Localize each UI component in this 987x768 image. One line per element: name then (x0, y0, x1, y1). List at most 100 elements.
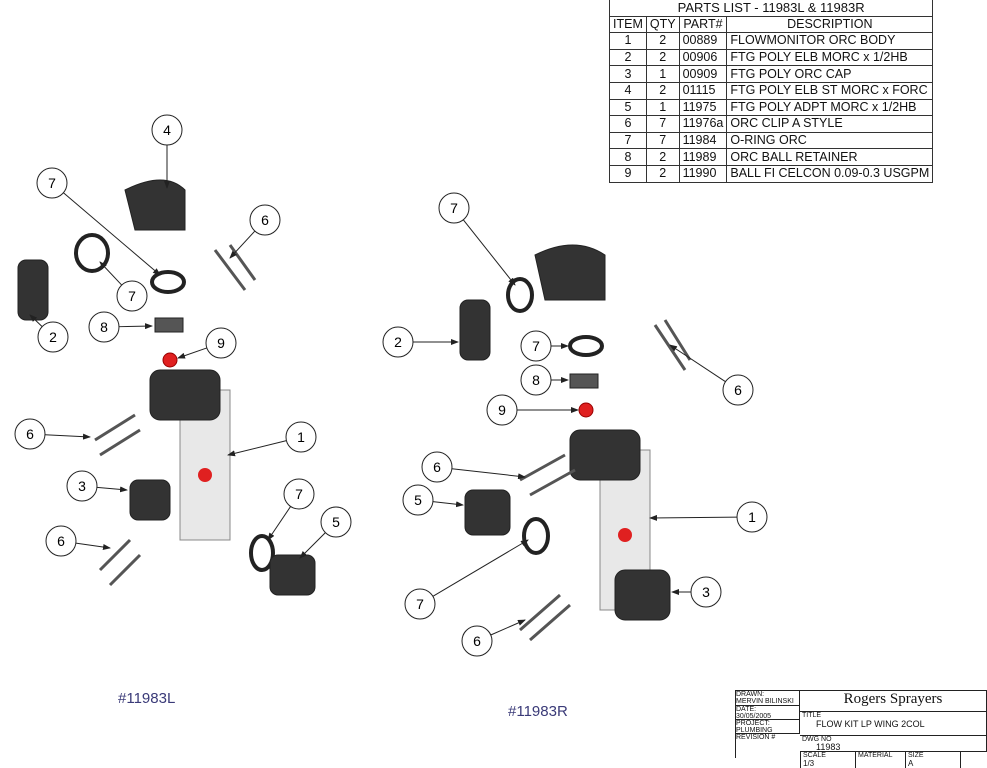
leader-line (432, 539, 529, 597)
callout-bubble (151, 114, 183, 146)
table-cell: 00889 (678, 32, 728, 50)
table-cell: 2 (645, 32, 680, 50)
title-value: FLOW KIT LP WING 2COL (816, 719, 925, 729)
leader-line (177, 347, 208, 359)
title-block: DRAWN:MERVIN BILINSKI DATE:30/05/2005 PR… (735, 690, 987, 768)
callout-bubble (205, 327, 237, 359)
callout-bubble (722, 374, 754, 406)
table-cell: 3 (609, 65, 647, 83)
date-label: DATE: (736, 706, 757, 713)
table-cell: 1 (609, 32, 647, 50)
callout-number: 3 (702, 584, 710, 600)
callout-number: 3 (78, 478, 86, 494)
table-cell: 00909 (678, 65, 728, 83)
callout-bubble (320, 506, 352, 538)
callout-bubble (486, 394, 518, 426)
callout-number: 6 (433, 459, 441, 475)
ball-retainer-right (569, 373, 599, 389)
project-value: PLUMBING (736, 727, 773, 734)
leader-line (669, 344, 726, 383)
callout-bubble (249, 204, 281, 236)
elbow-on-body-right (569, 429, 641, 481)
o-ring-left (150, 270, 186, 294)
adapter-right (464, 489, 511, 536)
callout-bubble (690, 576, 722, 608)
callout-number: 6 (473, 633, 481, 649)
callout-number: 1 (297, 429, 305, 445)
clip-left (98, 538, 142, 587)
leader-line (432, 501, 464, 508)
revision-label: REVISION # (736, 734, 776, 741)
callout-number: 9 (498, 402, 506, 418)
table-cell: O-RING ORC (726, 131, 934, 150)
callout-bubble (404, 588, 436, 620)
table-cell: 11989 (678, 148, 728, 166)
table-cell: FLOWMONITOR ORC BODY (726, 32, 934, 50)
column-header: QTY (645, 15, 680, 34)
dwg-label: DWG NO (802, 736, 832, 743)
callout-bubble (438, 192, 470, 224)
leader-line (227, 440, 287, 457)
callout-bubble (36, 167, 68, 199)
table-cell: 11990 (678, 164, 728, 183)
cap-right (614, 569, 671, 621)
table-cell: 2 (645, 148, 680, 166)
table-cell: 7 (609, 131, 647, 150)
table-cell: 1 (645, 65, 680, 83)
callout-bubble (402, 484, 434, 516)
table-cell: 2 (645, 81, 680, 100)
scale-label: SCALE (803, 752, 826, 759)
ball-in-body-right (618, 528, 632, 542)
callout-bubble (736, 501, 768, 533)
clip-left (94, 413, 141, 457)
table-cell: 2 (609, 48, 647, 67)
o-ring-left (74, 233, 110, 273)
elbow-fitting-right (534, 244, 606, 301)
callout-bubble (116, 280, 148, 312)
table-cell: ORC BALL RETAINER (726, 148, 934, 166)
callout-bubble (461, 625, 493, 657)
callout-number: 8 (532, 372, 540, 388)
callout-number: 7 (532, 338, 540, 354)
date-value: 30/05/2005 (736, 713, 772, 720)
leader-line (99, 261, 123, 286)
scale-value: 1/3 (803, 759, 815, 768)
leader-line (75, 542, 111, 550)
callout-number: 6 (26, 426, 34, 442)
leader-line (63, 192, 161, 276)
clip-left (213, 244, 257, 291)
callout-bubble (37, 321, 69, 353)
table-cell: 5 (609, 98, 647, 117)
table-cell: 11975 (678, 98, 728, 117)
callout-number: 5 (414, 492, 422, 508)
callout-bubble (45, 525, 77, 557)
leader-line (649, 514, 738, 521)
callout-bubble (88, 311, 120, 343)
column-header: ITEM (609, 15, 647, 34)
callout-bubble (283, 478, 315, 510)
callout-number: 7 (48, 175, 56, 191)
table-cell: 6 (609, 115, 647, 133)
o-ring-right (506, 277, 534, 313)
ball-in-body-left (198, 468, 212, 482)
size-value: A (908, 759, 914, 768)
ball-retainer-left (154, 317, 184, 333)
hose-barb-elbow-right (459, 299, 491, 361)
callout-number: 9 (217, 335, 225, 351)
callout-bubble (520, 330, 552, 362)
callout-number: 6 (261, 212, 269, 228)
callout-number: 8 (100, 319, 108, 335)
callout-bubble (66, 470, 98, 502)
table-cell: 00906 (678, 48, 728, 67)
table-cell: 8 (609, 148, 647, 166)
table-cell: FTG POLY ADPT MORC x 1/2HB (726, 98, 934, 117)
leader-line (267, 506, 292, 541)
callout-bubble (14, 418, 46, 450)
leader-line (299, 532, 326, 559)
